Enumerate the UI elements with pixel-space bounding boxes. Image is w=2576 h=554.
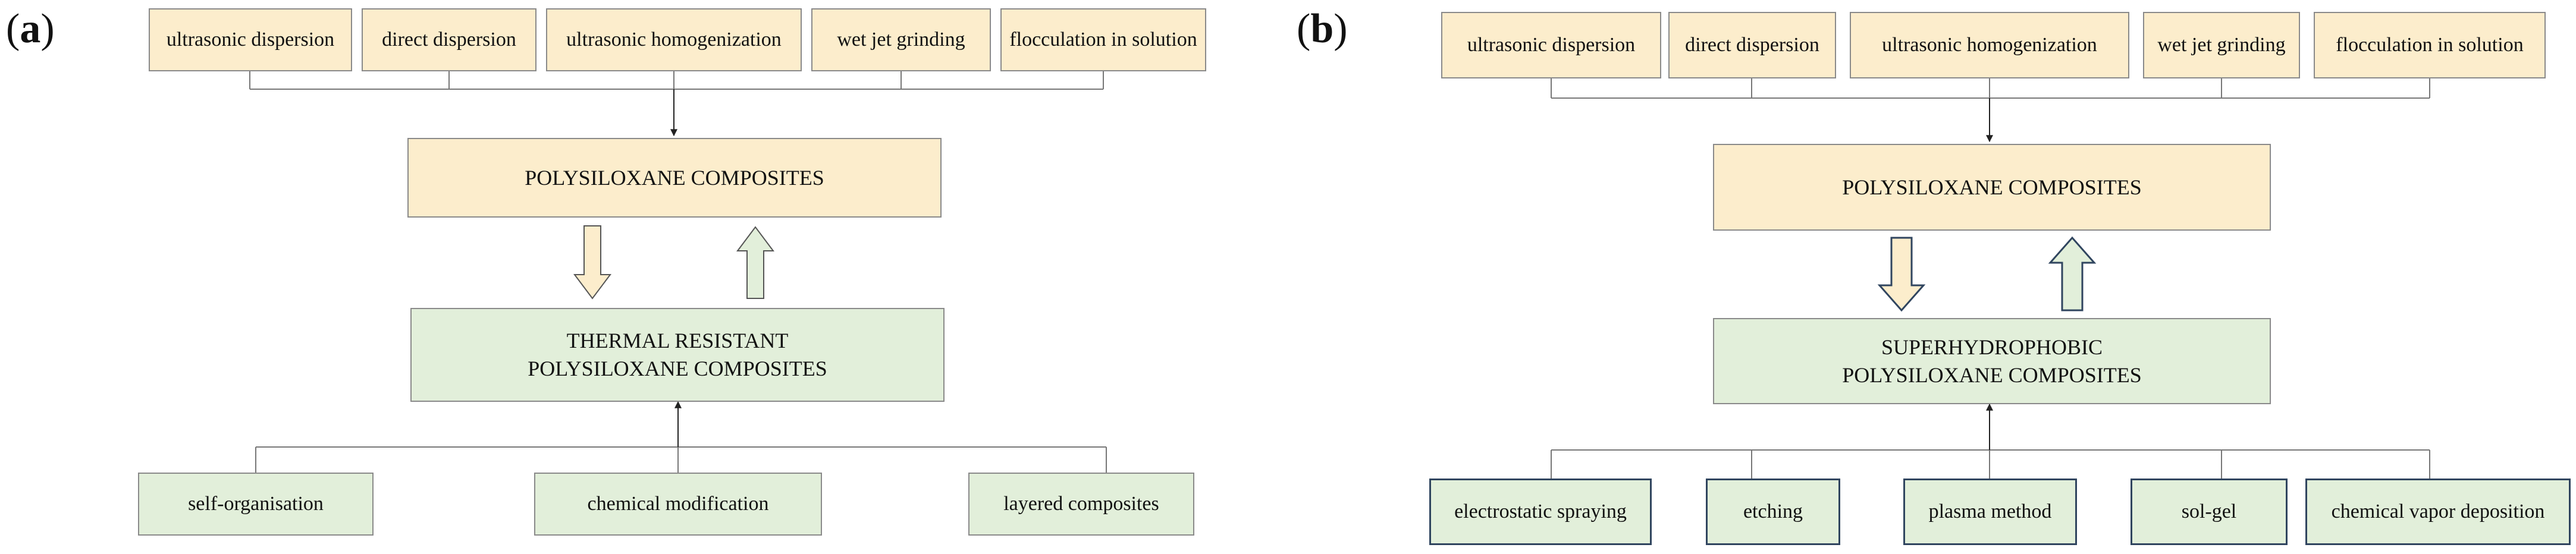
result-line-2: POLYSILOXANE COMPOSITES [528, 357, 827, 380]
method-box-wet-jet-grinding: wet jet grinding [811, 8, 991, 71]
superhydrophobic-box: SUPERHYDROPHOBIC POLYSILOXANE COMPOSITES [1713, 318, 2271, 404]
method-box-chemical-modification: chemical modification [534, 473, 822, 536]
method-box-plasma-method: plasma method [1903, 479, 2077, 545]
thermal-resistant-box: THERMAL RESISTANT POLYSILOXANE COMPOSITE… [410, 308, 945, 402]
method-box-electrostatic-spraying: electrostatic spraying [1429, 479, 1652, 545]
panel-b-bottom-connector [1551, 449, 2430, 479]
method-box-self-organisation: self-organisation [138, 473, 374, 536]
result-line-1: SUPERHYDROPHOBIC [1881, 335, 2103, 359]
method-box-flocculation: flocculation in solution [1000, 8, 1206, 71]
panel-a-block-arrow-up [736, 226, 774, 299]
polysiloxane-composites-box: POLYSILOXANE COMPOSITES [1713, 144, 2271, 231]
panel-a-top-connector [249, 71, 1104, 90]
method-box-sol-gel: sol-gel [2131, 479, 2288, 545]
method-box-direct-dispersion: direct dispersion [362, 8, 536, 71]
method-box-flocculation: flocculation in solution [2314, 12, 2546, 78]
method-box-wet-jet-grinding: wet jet grinding [2143, 12, 2300, 78]
polysiloxane-composites-box: POLYSILOXANE COMPOSITES [407, 138, 942, 218]
method-box-ultrasonic-dispersion: ultrasonic dispersion [1441, 12, 1661, 78]
panel-a-block-arrow-down [573, 225, 611, 300]
method-box-chemical-vapor-deposition: chemical vapor deposition [2305, 479, 2571, 545]
method-box-direct-dispersion: direct dispersion [1668, 12, 1836, 78]
panel-b-block-arrow-down [1877, 237, 1926, 312]
panel-b-label: (b) [1297, 6, 1348, 52]
panel-a-bottom-connector [255, 446, 1107, 473]
result-line-1: THERMAL RESISTANT [566, 329, 789, 353]
method-box-ultrasonic-dispersion: ultrasonic dispersion [149, 8, 352, 71]
method-box-ultrasonic-homogenization: ultrasonic homogenization [546, 8, 802, 71]
panel-a-label: (a) [6, 6, 55, 52]
method-box-ultrasonic-homogenization: ultrasonic homogenization [1850, 12, 2129, 78]
panel-b-top-connector [1551, 78, 2430, 99]
panel-b-block-arrow-up [2048, 236, 2097, 311]
method-box-layered-composites: layered composites [968, 473, 1194, 536]
method-box-etching: etching [1706, 479, 1840, 545]
result-line-2: POLYSILOXANE COMPOSITES [1842, 363, 2142, 387]
